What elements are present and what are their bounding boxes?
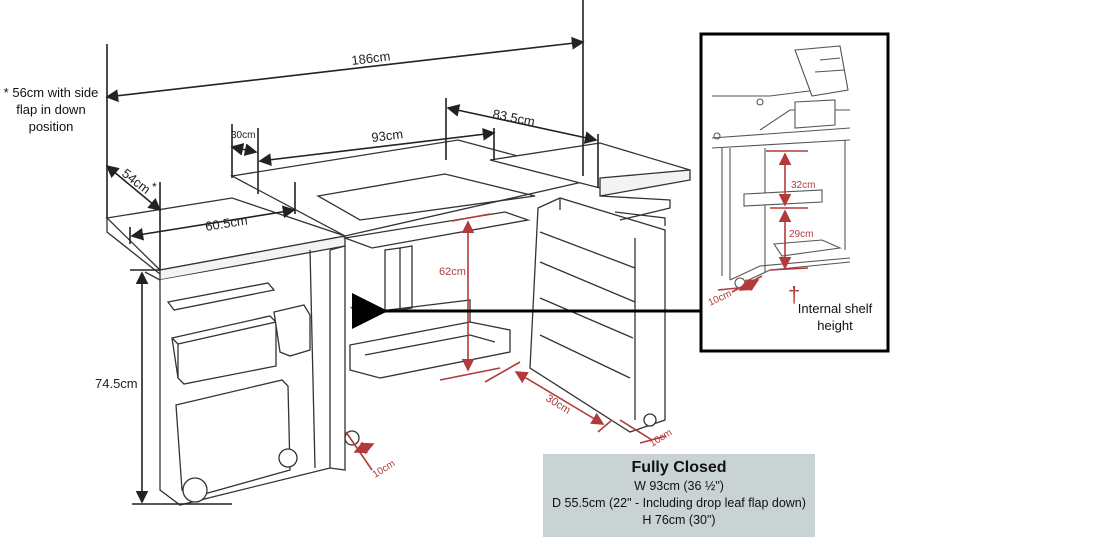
red-dimension-lines [345, 213, 667, 471]
side-flap-note-line: position [28, 119, 74, 134]
black-dimension-lines [105, 0, 599, 505]
dagger-marker-main: † [349, 299, 361, 324]
right-wing-label: 83.5cm [491, 106, 536, 129]
shelf-depth-label: 30cm [543, 392, 572, 416]
panel-height-line: H 76cm (30") [642, 513, 716, 527]
inset-caption: Internal shelf height [790, 300, 880, 334]
left-gap-label: 30cm [231, 130, 255, 141]
inset-detail: 32cm 29cm 10cm † [699, 32, 890, 353]
dagger-marker-inset: † [788, 282, 800, 307]
panel-title: Fully Closed [631, 459, 727, 476]
caster-right-label: 10cm [648, 427, 675, 449]
inset-caption-line: height [817, 318, 853, 333]
caster-left-label: 10cm [371, 458, 398, 480]
left-wing-label: 60.5cm [204, 212, 248, 233]
center-top-label: 93cm [371, 126, 404, 145]
height-label: 74.5cm [95, 376, 138, 391]
panel-depth-line: D 55.5cm (22" - Including drop leaf flap… [552, 496, 806, 510]
side-flap-note: * 56cm with side flap in down position [0, 84, 102, 135]
shelf-height-label: 62cm [439, 266, 466, 278]
depth-marker: * [152, 180, 157, 194]
dimension-labels: 186cm 83.5cm 93cm 30cm 54cm * 60.5cm 74.… [95, 48, 674, 480]
inset-lower-shelf-label: 29cm [789, 229, 813, 240]
panel-width-line: W 93cm (36 ½") [634, 479, 724, 493]
side-flap-note-line: flap in down [16, 102, 86, 117]
inset-upper-shelf-label: 32cm [791, 180, 815, 191]
cabinet-drawing [105, 139, 691, 506]
side-flap-note-line: * 56cm with side [3, 85, 99, 100]
inset-caption-line: Internal shelf [797, 301, 873, 316]
fully-closed-panel: Fully Closed W 93cm (36 ½") D 55.5cm (22… [543, 454, 815, 537]
total-width-label: 186cm [351, 48, 392, 68]
depth-label: 54cm [119, 166, 153, 197]
